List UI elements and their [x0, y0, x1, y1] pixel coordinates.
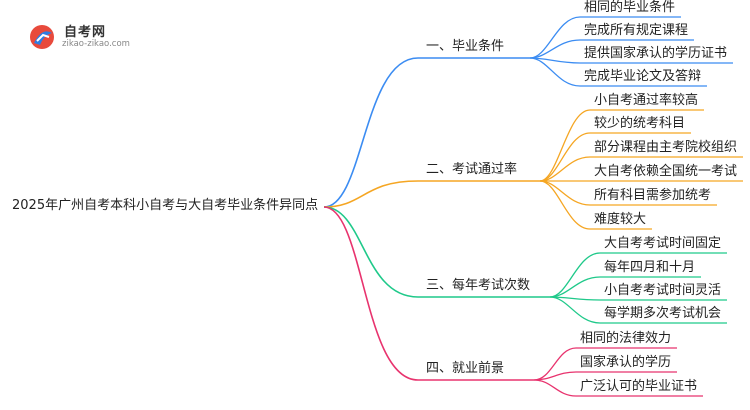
leaf-label: 较少的统考科目 — [594, 116, 686, 131]
leaf-label: 相同的法律效力 — [580, 331, 672, 346]
leaf-label: 大自考考试时间固定 — [604, 236, 722, 251]
leaf-label: 部分课程由主考院校组织 — [594, 140, 738, 155]
branch-connector — [323, 57, 419, 208]
branch-label: 一、毕业条件 — [426, 39, 505, 54]
leaf-connector — [539, 180, 591, 230]
leaf-label: 完成毕业论文及答辩 — [584, 69, 702, 84]
root-topic: 2025年广州自考本科小自考与大自考毕业条件异同点 — [12, 198, 319, 213]
branch-label: 四、就业前景 — [426, 361, 505, 376]
leaf-label: 小自考考试时间灵活 — [604, 283, 722, 298]
logo-url: zikao-zikao.com — [62, 39, 130, 49]
logo-icon — [30, 25, 54, 49]
leaf-label: 广泛认可的毕业证书 — [580, 379, 698, 394]
branch-connector — [323, 180, 419, 208]
leaf-label: 大自考依赖全国统一考试 — [594, 164, 738, 179]
leaf-connector — [533, 379, 577, 397]
leaf-connector — [539, 156, 591, 182]
leaf-connector — [539, 109, 591, 182]
branch-label: 三、每年考试次数 — [426, 278, 531, 293]
leaf-label: 提供国家承认的学历证书 — [584, 46, 728, 61]
leaf-label: 国家承认的学历 — [580, 355, 672, 370]
branch-connector — [323, 206, 419, 298]
logo-name: 自考网 — [64, 25, 107, 40]
leaf-connector — [533, 347, 577, 381]
leaf-connector — [549, 252, 601, 298]
leaf-connector — [549, 296, 601, 324]
leaf-label: 难度较大 — [594, 212, 647, 227]
leaf-label: 每学期多次考试机会 — [604, 306, 722, 321]
site-logo: 自考网 zikao-zikao.com — [28, 20, 138, 56]
leaf-connector — [529, 16, 581, 59]
leaf-connector — [529, 57, 581, 64]
leaf-label: 每年四月和十月 — [604, 260, 696, 275]
leaf-label: 所有科目需参加统考 — [594, 188, 712, 203]
branch-label: 二、考试通过率 — [426, 162, 518, 177]
leaf-label: 相同的毕业条件 — [584, 0, 676, 15]
leaf-label: 完成所有规定课程 — [584, 23, 689, 38]
leaf-label: 小自考通过率较高 — [594, 93, 699, 108]
branch-connector — [323, 206, 419, 381]
leaf-connector — [529, 57, 581, 87]
